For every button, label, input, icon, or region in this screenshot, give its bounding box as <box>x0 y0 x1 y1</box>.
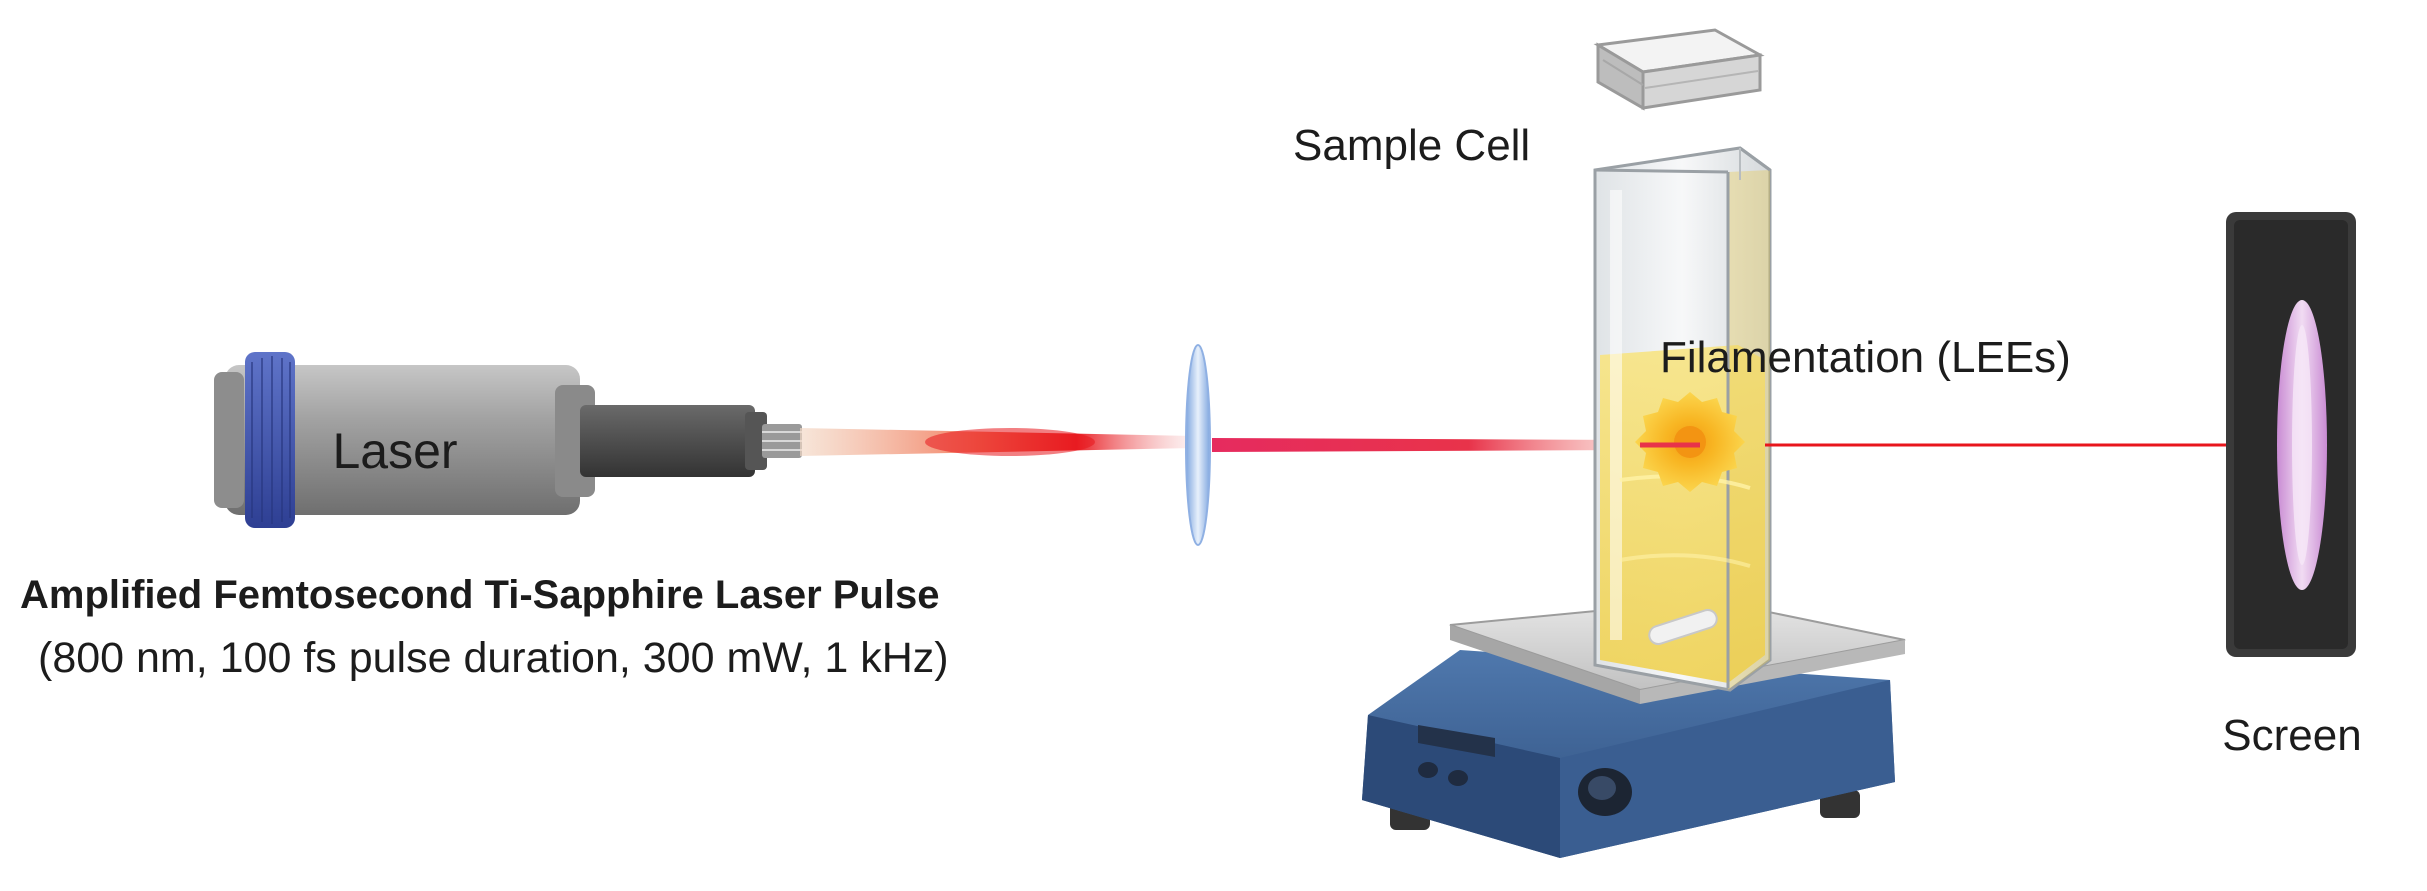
focused-beam <box>1212 438 1640 452</box>
cuvette-cap-icon <box>1593 28 1765 111</box>
pulse-title: Amplified Femtosecond Ti-Sapphire Laser … <box>20 573 939 617</box>
screen-icon <box>2226 212 2356 657</box>
sample-cell-label: Sample Cell <box>1293 121 1530 170</box>
filamentation-label: Filamentation (LEEs) <box>1660 333 2071 382</box>
filament-glow-icon <box>1635 392 1745 492</box>
incident-beam <box>800 428 1195 456</box>
magnetic-stirrer-icon <box>1362 598 1906 858</box>
stir-bar-icon <box>1648 608 1718 646</box>
focusing-lens-icon <box>1185 344 1211 546</box>
laser-label: Laser <box>332 423 457 479</box>
screen-label: Screen <box>2222 711 2361 760</box>
laser-head-icon <box>214 352 802 528</box>
pulse-parameters: (800 nm, 100 fs pulse duration, 300 mW, … <box>38 634 949 682</box>
